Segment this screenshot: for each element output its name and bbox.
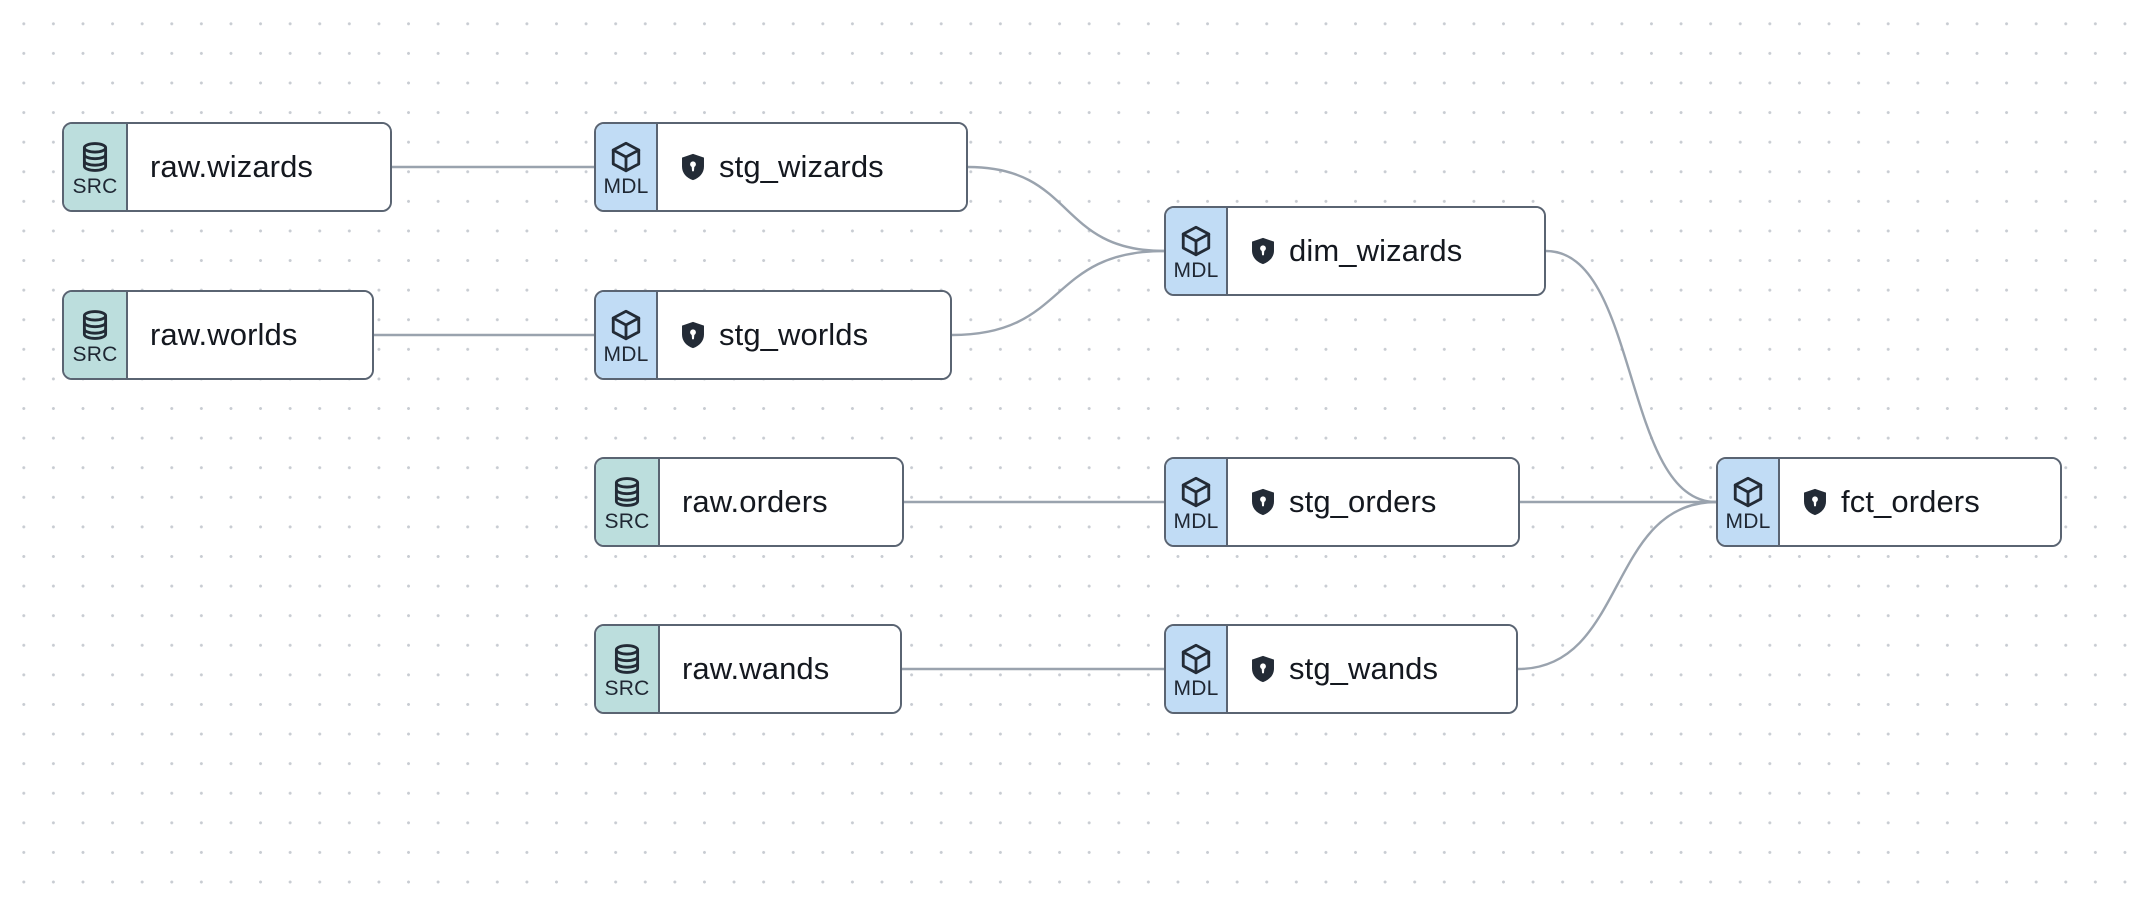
node-kind-badge-src: SRC bbox=[596, 626, 660, 712]
node-kind-badge-mdl: MDL bbox=[1166, 459, 1228, 545]
node-kind-label: SRC bbox=[72, 342, 118, 366]
node-body: raw.wizards bbox=[128, 124, 390, 210]
cube-icon bbox=[1179, 642, 1213, 676]
cube-icon bbox=[1179, 224, 1213, 258]
node-fct_orders[interactable]: MDL fct_orders bbox=[1716, 457, 2062, 547]
node-label: stg_worlds bbox=[719, 317, 869, 352]
edge-dim_wizards-to-fct_orders bbox=[1544, 249, 1718, 504]
shield-icon bbox=[1802, 488, 1828, 516]
node-kind-label: MDL bbox=[1173, 676, 1219, 700]
node-body: stg_wands bbox=[1228, 626, 1516, 712]
cube-icon bbox=[609, 140, 643, 174]
node-body: stg_orders bbox=[1228, 459, 1518, 545]
node-label: stg_wands bbox=[1289, 651, 1439, 686]
shield-icon bbox=[680, 153, 706, 181]
node-kind-badge-mdl: MDL bbox=[596, 124, 658, 210]
node-kind-label: SRC bbox=[604, 676, 650, 700]
node-stg_wands[interactable]: MDL stg_wands bbox=[1164, 624, 1518, 714]
node-stg_wizards[interactable]: MDL stg_wizards bbox=[594, 122, 968, 212]
node-label: stg_wizards bbox=[719, 149, 884, 184]
database-icon bbox=[610, 475, 644, 509]
node-stg_orders[interactable]: MDL stg_orders bbox=[1164, 457, 1520, 547]
node-label: dim_wizards bbox=[1289, 233, 1463, 268]
node-kind-label: MDL bbox=[1725, 509, 1771, 533]
node-label: raw.orders bbox=[682, 484, 828, 519]
node-body: stg_wizards bbox=[658, 124, 966, 210]
node-label: raw.worlds bbox=[150, 317, 298, 352]
node-label: stg_orders bbox=[1289, 484, 1437, 519]
shield-icon bbox=[1250, 237, 1276, 265]
node-kind-badge-src: SRC bbox=[64, 124, 128, 210]
cube-icon bbox=[1731, 475, 1765, 509]
cube-icon bbox=[609, 308, 643, 342]
node-raw_wizards[interactable]: SRC raw.wizards bbox=[62, 122, 392, 212]
shield-icon bbox=[1250, 488, 1276, 516]
node-kind-badge-mdl: MDL bbox=[1166, 208, 1228, 294]
node-kind-label: SRC bbox=[72, 174, 118, 198]
database-icon bbox=[610, 642, 644, 676]
edge-stg_wands-to-fct_orders bbox=[1516, 500, 1718, 671]
node-kind-label: MDL bbox=[603, 174, 649, 198]
node-label: raw.wizards bbox=[150, 149, 314, 184]
node-body: raw.orders bbox=[660, 459, 902, 545]
cube-icon bbox=[1179, 475, 1213, 509]
node-kind-badge-mdl: MDL bbox=[596, 292, 658, 378]
node-body: raw.worlds bbox=[128, 292, 372, 378]
database-icon bbox=[78, 308, 112, 342]
node-raw_wands[interactable]: SRC raw.wands bbox=[594, 624, 902, 714]
node-kind-label: MDL bbox=[603, 342, 649, 366]
node-kind-label: SRC bbox=[604, 509, 650, 533]
node-body: raw.wands bbox=[660, 626, 900, 712]
node-kind-badge-src: SRC bbox=[64, 292, 128, 378]
shield-icon bbox=[1250, 655, 1276, 683]
shield-icon bbox=[680, 321, 706, 349]
node-kind-label: MDL bbox=[1173, 509, 1219, 533]
node-stg_worlds[interactable]: MDL stg_worlds bbox=[594, 290, 952, 380]
node-body: dim_wizards bbox=[1228, 208, 1544, 294]
edge-stg_worlds-to-dim_wizards bbox=[950, 249, 1166, 337]
node-kind-label: MDL bbox=[1173, 258, 1219, 282]
node-kind-badge-src: SRC bbox=[596, 459, 660, 545]
node-raw_orders[interactable]: SRC raw.orders bbox=[594, 457, 904, 547]
node-body: fct_orders bbox=[1780, 459, 2060, 545]
node-raw_worlds[interactable]: SRC raw.worlds bbox=[62, 290, 374, 380]
node-kind-badge-mdl: MDL bbox=[1718, 459, 1780, 545]
node-kind-badge-mdl: MDL bbox=[1166, 626, 1228, 712]
node-body: stg_worlds bbox=[658, 292, 950, 378]
node-dim_wizards[interactable]: MDL dim_wizards bbox=[1164, 206, 1546, 296]
edge-stg_wizards-to-dim_wizards bbox=[966, 165, 1166, 253]
database-icon bbox=[78, 140, 112, 174]
node-label: fct_orders bbox=[1841, 484, 1980, 519]
node-label: raw.wands bbox=[682, 651, 830, 686]
